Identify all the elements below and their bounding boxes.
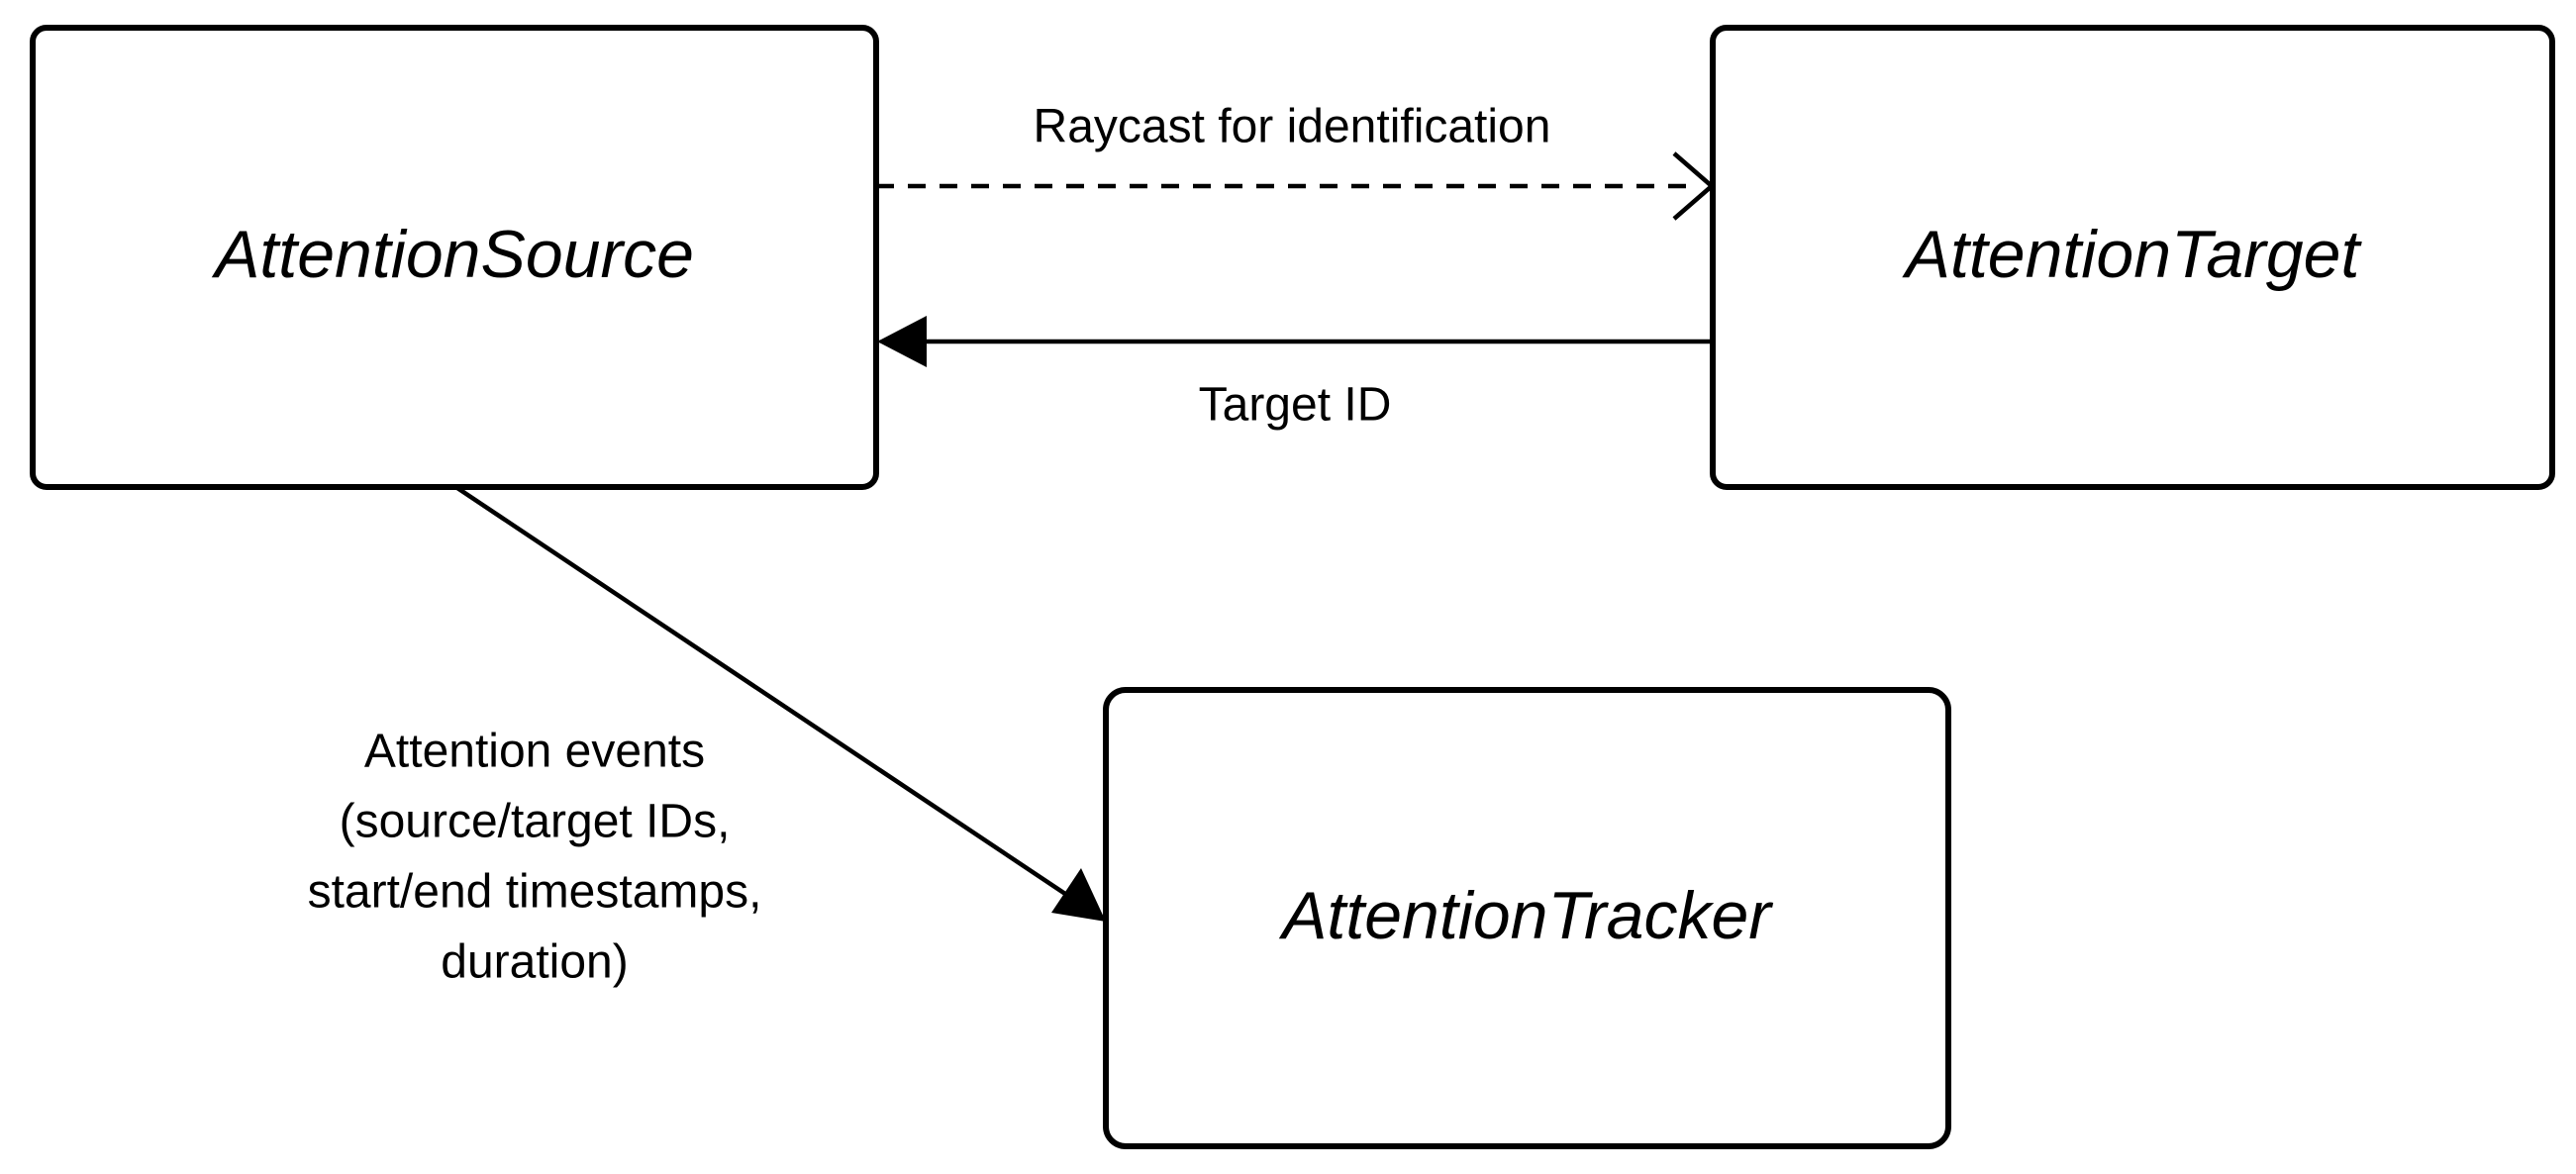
edge-raycast-for-identification[interactable]: Raycast for identification bbox=[876, 101, 1716, 221]
attention-events-label-line-1: Attention events bbox=[364, 726, 705, 778]
attention-events-label-line-3: start/end timestamps, bbox=[308, 866, 762, 919]
attention-tracker-label: AttentionTracker bbox=[1278, 878, 1773, 953]
node-attention-tracker[interactable]: AttentionTracker bbox=[1103, 687, 1951, 1149]
node-attention-source[interactable]: AttentionSource bbox=[30, 25, 879, 490]
attention-events-label-line-2: (source/target IDs, bbox=[340, 796, 731, 848]
edge-target-id[interactable]: Target ID bbox=[877, 316, 1713, 432]
attention-events-arrowhead-filled-icon bbox=[1051, 868, 1106, 922]
target-id-arrowhead-filled-icon bbox=[877, 316, 927, 367]
attention-source-label: AttentionSource bbox=[211, 217, 694, 292]
edge-attention-events[interactable]: Attention events (source/target IDs, sta… bbox=[308, 486, 1106, 989]
node-attention-target[interactable]: AttentionTarget bbox=[1710, 25, 2555, 490]
attention-events-label-line-4: duration) bbox=[441, 936, 628, 989]
target-id-edge-label: Target ID bbox=[1199, 379, 1392, 432]
attention-tracker-box[interactable] bbox=[1103, 687, 1951, 1149]
attention-events-edge-line[interactable] bbox=[455, 486, 1076, 902]
attention-target-label: AttentionTarget bbox=[1902, 217, 2363, 292]
attention-target-box[interactable] bbox=[1710, 25, 2555, 490]
raycast-arrowhead-open-icon bbox=[1672, 151, 1716, 221]
attention-source-box[interactable] bbox=[30, 25, 879, 490]
raycast-edge-label: Raycast for identification bbox=[1034, 101, 1551, 153]
